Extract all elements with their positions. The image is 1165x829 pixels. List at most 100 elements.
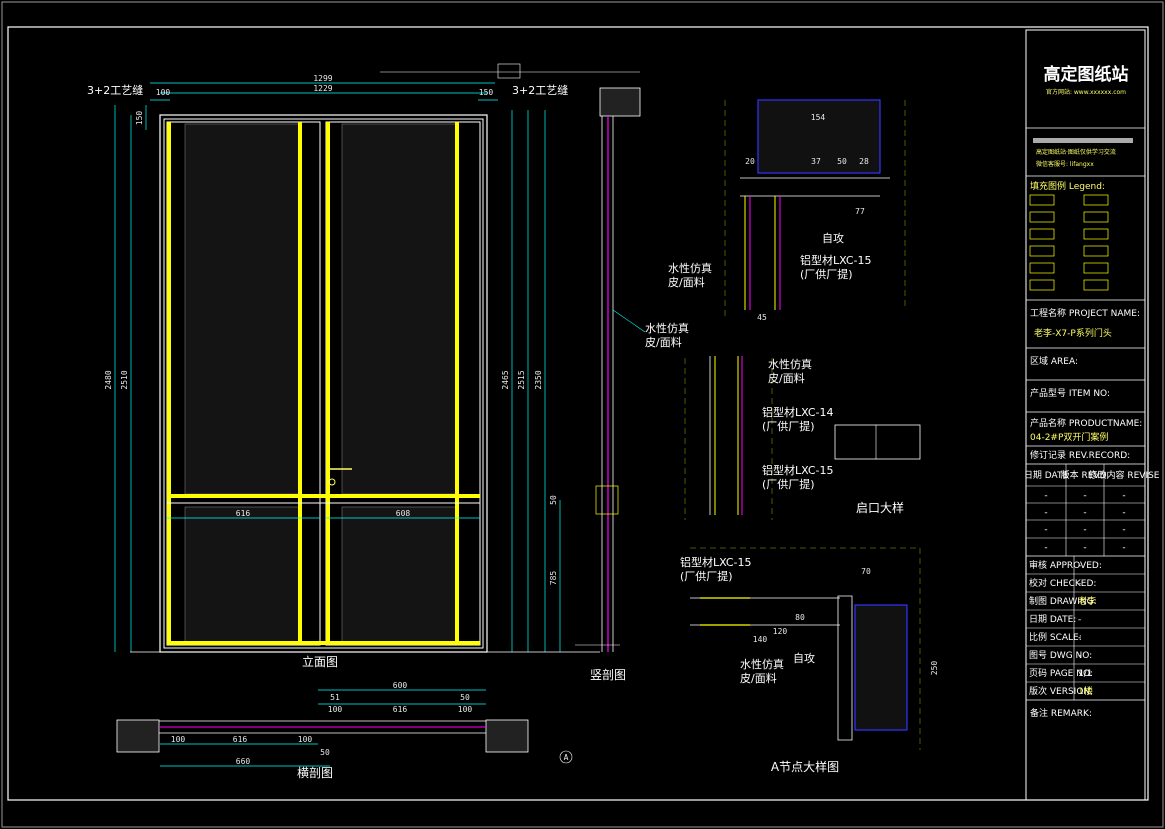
dim-right-4: 785 <box>549 571 558 586</box>
dt-label-3: 铝型材LXC-15 <box>800 253 872 267</box>
dm-label-1: 水性仿真 <box>768 357 812 371</box>
hs-wall-right <box>485 719 529 753</box>
field-value: 老李 <box>1078 595 1096 607</box>
product-value: 04-2#P双开门案例 <box>1030 431 1108 443</box>
field-value: - <box>1078 561 1081 571</box>
hs-dim-top-5: 100 <box>458 705 473 714</box>
hs-wall-left <box>116 719 160 753</box>
product-label: 产品名称 PRODUCTNAME: <box>1030 417 1142 429</box>
hs-dim-bot-3: 100 <box>298 735 313 744</box>
area-label: 区域 AREA: <box>1030 355 1078 367</box>
legend-swatches <box>1029 194 1109 291</box>
dim-top-right: 150 <box>479 88 494 97</box>
rev-cell: - <box>1044 508 1047 518</box>
detail-middle-title: 启口大样 <box>856 500 904 515</box>
dim-right-3: 2350 <box>534 370 543 389</box>
dn-label-4: 皮/面料 <box>740 671 777 685</box>
rev-header-date: 日期 DATE <box>1024 470 1069 481</box>
dim-top-overall: 1299 <box>313 74 332 83</box>
field-label: 校对 CHECKED: <box>1029 577 1096 589</box>
dt-label-4: (厂供厂提) <box>800 267 853 281</box>
dt-label-2: 皮/面料 <box>668 275 705 289</box>
rev-cell: - <box>1083 543 1086 553</box>
dn-label-1: 铝型材LXC-15 <box>680 555 752 569</box>
door-inner-frame <box>163 118 484 649</box>
dt-dim-1: 154 <box>811 113 826 122</box>
legend-title: 填充图例 Legend: <box>1030 180 1105 192</box>
detail-middle: 水性仿真 皮/面料 铝型材LXC-14 (厂供厂提) 铝型材LXC-15 (厂供… <box>684 356 921 520</box>
rev-cell: - <box>1044 491 1047 501</box>
dt-label-1: 水性仿真 <box>668 261 712 275</box>
dt-label-5: 自攻 <box>822 231 844 245</box>
dim-right-1: 2465 <box>501 370 510 389</box>
field-label: 图号 DWG NO: <box>1029 650 1092 661</box>
hs-dim-bot-1: 100 <box>171 735 186 744</box>
detail-top: 154 37 50 28 45 20 77 水性仿真 皮/面料 铝型材LXC-1… <box>668 99 906 322</box>
field-label: 页码 PAGE NO: <box>1029 668 1093 679</box>
dim-left-overall: 2480 <box>104 370 113 389</box>
item-label: 产品型号 ITEM NO: <box>1030 387 1110 399</box>
dim-left-head: 150 <box>135 111 144 126</box>
hs-dim-top-3: 100 <box>328 705 343 714</box>
field-value: - <box>1078 579 1081 589</box>
section-marker-label: A <box>564 753 569 762</box>
drawing-frame <box>7 26 1149 801</box>
rev-cell: - <box>1122 525 1125 535</box>
dim-right-leaf: 608 <box>396 509 411 518</box>
rev-label: 修订记录 REV.RECORD: <box>1030 449 1130 461</box>
field-label: 日期 DATE: <box>1029 614 1076 625</box>
hs-dim-top-4: 616 <box>393 705 408 714</box>
detail-node-title: A节点大样图 <box>771 759 839 774</box>
field-label: 比例 SCALE: <box>1029 631 1082 643</box>
dn-dim-3: 120 <box>773 627 788 636</box>
dn-dim-4: 140 <box>753 635 768 644</box>
right-lower-panel <box>341 506 459 644</box>
dt-dim-3: 50 <box>837 157 847 166</box>
left-upper-panel <box>184 123 302 495</box>
rev-cell: - <box>1083 491 1086 501</box>
vs-label-b: 皮/面料 <box>645 335 682 349</box>
dt-dim-7: 77 <box>855 207 865 216</box>
field-value: - <box>1078 615 1081 625</box>
remark-label: 备注 REMARK: <box>1030 707 1092 719</box>
field-label: 制图 DRAWING: <box>1029 595 1097 607</box>
rev-header-content: 修改内容 REVISE <box>1088 469 1159 481</box>
hs-dim-bot-5: 50 <box>320 748 330 757</box>
field-value: 1/1 <box>1078 669 1092 679</box>
dim-right-2: 2515 <box>517 370 526 389</box>
seam-left-label: 3+2工艺缝 <box>87 83 143 97</box>
vertical-section-title: 竖剖图 <box>590 668 626 682</box>
hs-dim-top-6: 50 <box>460 693 470 702</box>
dm-label-5: 铝型材LXC-15 <box>762 463 834 477</box>
project-value: 老李-X7-P系列门头 <box>1034 327 1112 339</box>
notice-line-2: 微信客服号: lifangxx <box>1036 160 1094 168</box>
field-value: 1楼 <box>1078 685 1093 697</box>
elevation-title: 立面图 <box>302 654 338 669</box>
dim-top-left: 100 <box>156 88 171 97</box>
node-wall-block <box>854 604 908 731</box>
detail-top-block <box>757 99 881 174</box>
horizontal-section: 600 51 100 616 100 50 100 616 100 660 50… <box>116 681 573 780</box>
hs-dim-top-1: 600 <box>393 681 408 690</box>
field-value: - <box>1078 651 1081 661</box>
notice-line-1: 高定图纸站·图纸仅供学习交流 <box>1036 148 1116 156</box>
rev-cell: - <box>1122 508 1125 518</box>
field-value: - <box>1078 633 1081 643</box>
dim-right-5: 50 <box>549 495 558 505</box>
dn-dim-2: 80 <box>795 613 805 622</box>
left-lower-panel <box>184 506 302 644</box>
yellow-strip-r2 <box>455 122 459 645</box>
vs-label-a: 水性仿真 <box>645 321 689 335</box>
website-text: 官方网站: www.xxxxxx.com <box>1046 88 1126 96</box>
dn-dim-1: 70 <box>861 567 871 576</box>
yellow-strip-l1 <box>167 122 171 645</box>
project-label: 工程名称 PROJECT NAME: <box>1030 307 1140 319</box>
dn-label-5: 自攻 <box>793 651 815 665</box>
dt-dim-6: 20 <box>745 157 755 166</box>
rev-cell: - <box>1044 543 1047 553</box>
dim-left-leaf: 616 <box>236 509 251 518</box>
vs-header-block <box>599 87 641 117</box>
section-marker <box>559 750 573 764</box>
